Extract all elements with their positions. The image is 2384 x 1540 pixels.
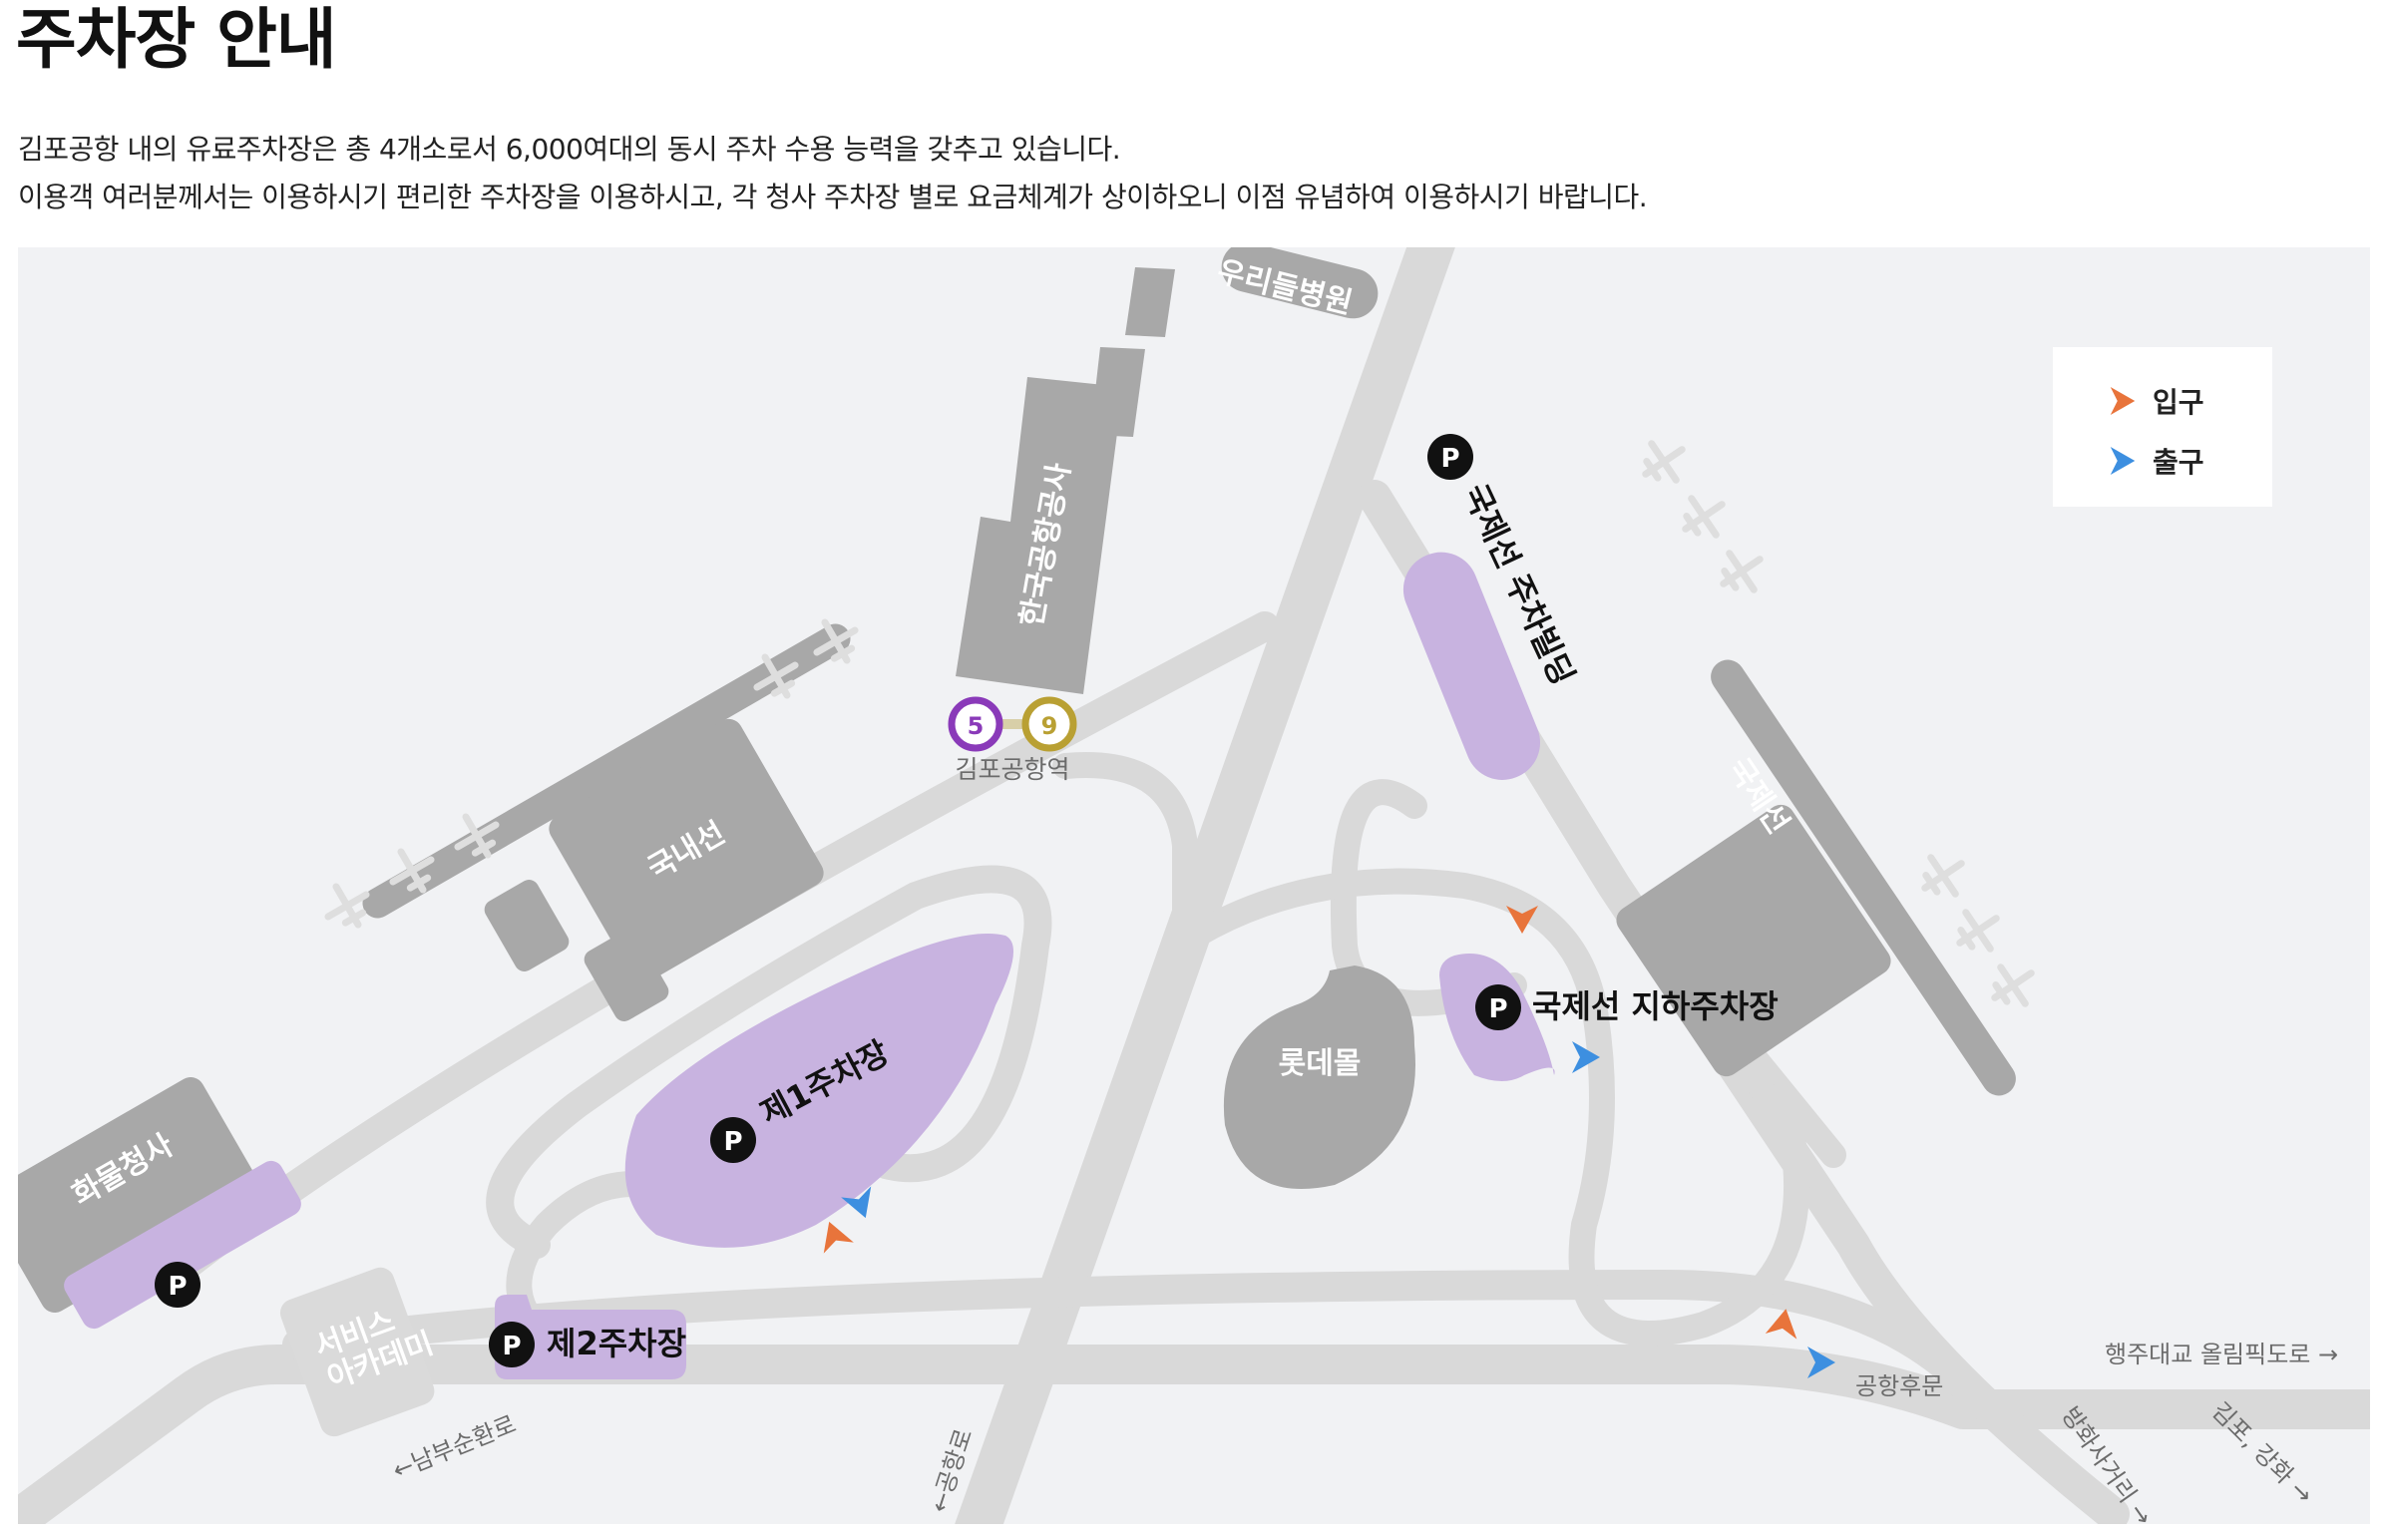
parking-p-letter: P	[723, 1127, 742, 1157]
line9-number: 9	[1041, 712, 1058, 740]
airplane-icon	[1921, 854, 1965, 898]
line5-badge	[948, 696, 1003, 752]
airplane-icon	[813, 618, 859, 664]
intl-underground-exit-arrow	[1572, 1041, 1600, 1073]
airplane-icon	[1682, 495, 1726, 539]
flow-arrows	[823, 906, 1835, 1378]
lot1-exit-arrow	[841, 1186, 872, 1219]
buildings	[18, 247, 2016, 1437]
rear-gate-exit-arrow	[1807, 1347, 1835, 1378]
cargo-parking-area	[64, 1160, 301, 1330]
exit-arrow-icon	[2110, 447, 2136, 475]
service-academy-building	[279, 1267, 435, 1437]
airplane-icon	[753, 653, 799, 699]
lot2-area	[495, 1295, 686, 1379]
airplane-icon	[1956, 909, 2000, 953]
parking-p-letter: P	[1440, 444, 1459, 474]
gimpo-airport-station: 5 9 김포공항역	[948, 696, 1077, 784]
lot1-entrance-arrow	[823, 1221, 854, 1254]
cargo-parking-marker[interactable]: P	[155, 1262, 200, 1308]
airplane-icon	[1991, 963, 2035, 1007]
intl-building-parking-area	[1402, 552, 1541, 780]
legend-exit-label: 출구	[2153, 446, 2204, 479]
parking-p-letter: P	[502, 1332, 521, 1361]
road-intl-lower-loop	[1182, 868, 1809, 1347]
lotte-mall-label: 롯데몰	[1279, 1046, 1362, 1081]
station-name: 김포공항역	[955, 755, 1069, 784]
page-title: 주차장 안내	[16, 1, 337, 78]
road-intl-loop	[1330, 779, 1527, 1016]
parking-map: 5 9 김포공항역 우리들병원 한국공항공사 국내선 국제선 롯데몰 화물청사 …	[18, 247, 2370, 1524]
road-lower-horizontal	[18, 1345, 2370, 1524]
entrance-arrow-icon	[2110, 387, 2136, 415]
road-airport-road	[955, 247, 1455, 1524]
legend-entrance: 입구	[2109, 381, 2204, 421]
description-line-2: 이용객 여러분께서는 이용하시기 편리한 주차장을 이용하시고, 각 청사 주차…	[18, 181, 1648, 213]
legend-exit: 출구	[2109, 441, 2204, 481]
airplane-icons	[324, 440, 2035, 1007]
road-right-diagonal	[1358, 480, 2130, 1524]
domestic-gate-1	[484, 880, 570, 971]
kac-building	[956, 377, 1123, 694]
parking-p-letter: P	[1488, 994, 1507, 1024]
legend-entrance-label: 입구	[2153, 386, 2204, 419]
line9-badge	[1021, 696, 1077, 752]
parking-p-icon	[489, 1322, 535, 1367]
airplane-icon	[1642, 440, 1686, 484]
parking-p-icon	[710, 1117, 756, 1163]
map-canvas: 5 9 김포공항역 우리들병원 한국공항공사 국내선 국제선 롯데몰 화물청사 …	[18, 247, 2370, 1524]
road-lot1-loop	[486, 865, 1052, 1259]
airplane-icon	[389, 848, 435, 894]
airplane-icon	[454, 813, 500, 859]
rear-gate-entrance-arrow	[1765, 1309, 1797, 1340]
intl-runway-bar	[1711, 659, 2016, 1096]
lot1-area	[624, 934, 1013, 1248]
description-line-1: 김포공항 내의 유료주차장은 총 4개소로서 6,000여대의 동시 주차 수용…	[18, 133, 1121, 166]
intl-underground-entrance-arrow	[1506, 906, 1538, 934]
lot2-label: 제2주차장	[547, 1325, 686, 1362]
intl-underground-marker[interactable]: P 국제선 지하주차장	[1475, 984, 1779, 1030]
parking-p-icon	[1475, 984, 1521, 1030]
airplane-icon	[1720, 550, 1764, 593]
domestic-building	[549, 718, 824, 983]
lot2-marker[interactable]: P 제2주차장	[489, 1322, 686, 1367]
map-legend: 입구 출구	[2053, 347, 2272, 507]
parking-p-letter: P	[168, 1272, 187, 1302]
intl-underground-label: 국제선 지하주차장	[1532, 987, 1779, 1025]
namburo-label: ←남부순환로	[389, 1410, 521, 1485]
intl-building	[1616, 804, 1891, 1077]
domestic-gate-2	[584, 930, 669, 1021]
parking-p-icon	[155, 1262, 200, 1308]
hospital-building	[1221, 247, 1379, 319]
lotte-mall-building	[1223, 965, 1415, 1189]
road-station-ramp	[1052, 752, 1198, 978]
rear-gate-label: 공항후문	[1855, 1372, 1943, 1400]
line5-number: 5	[968, 712, 985, 740]
cargo-building	[18, 1077, 261, 1313]
haengju-label: 행주대교 올림픽도로 →	[2105, 1341, 2338, 1368]
kac-tower-1	[1125, 267, 1175, 337]
parking-p-icon	[1427, 434, 1473, 480]
airplane-icon	[324, 883, 370, 929]
